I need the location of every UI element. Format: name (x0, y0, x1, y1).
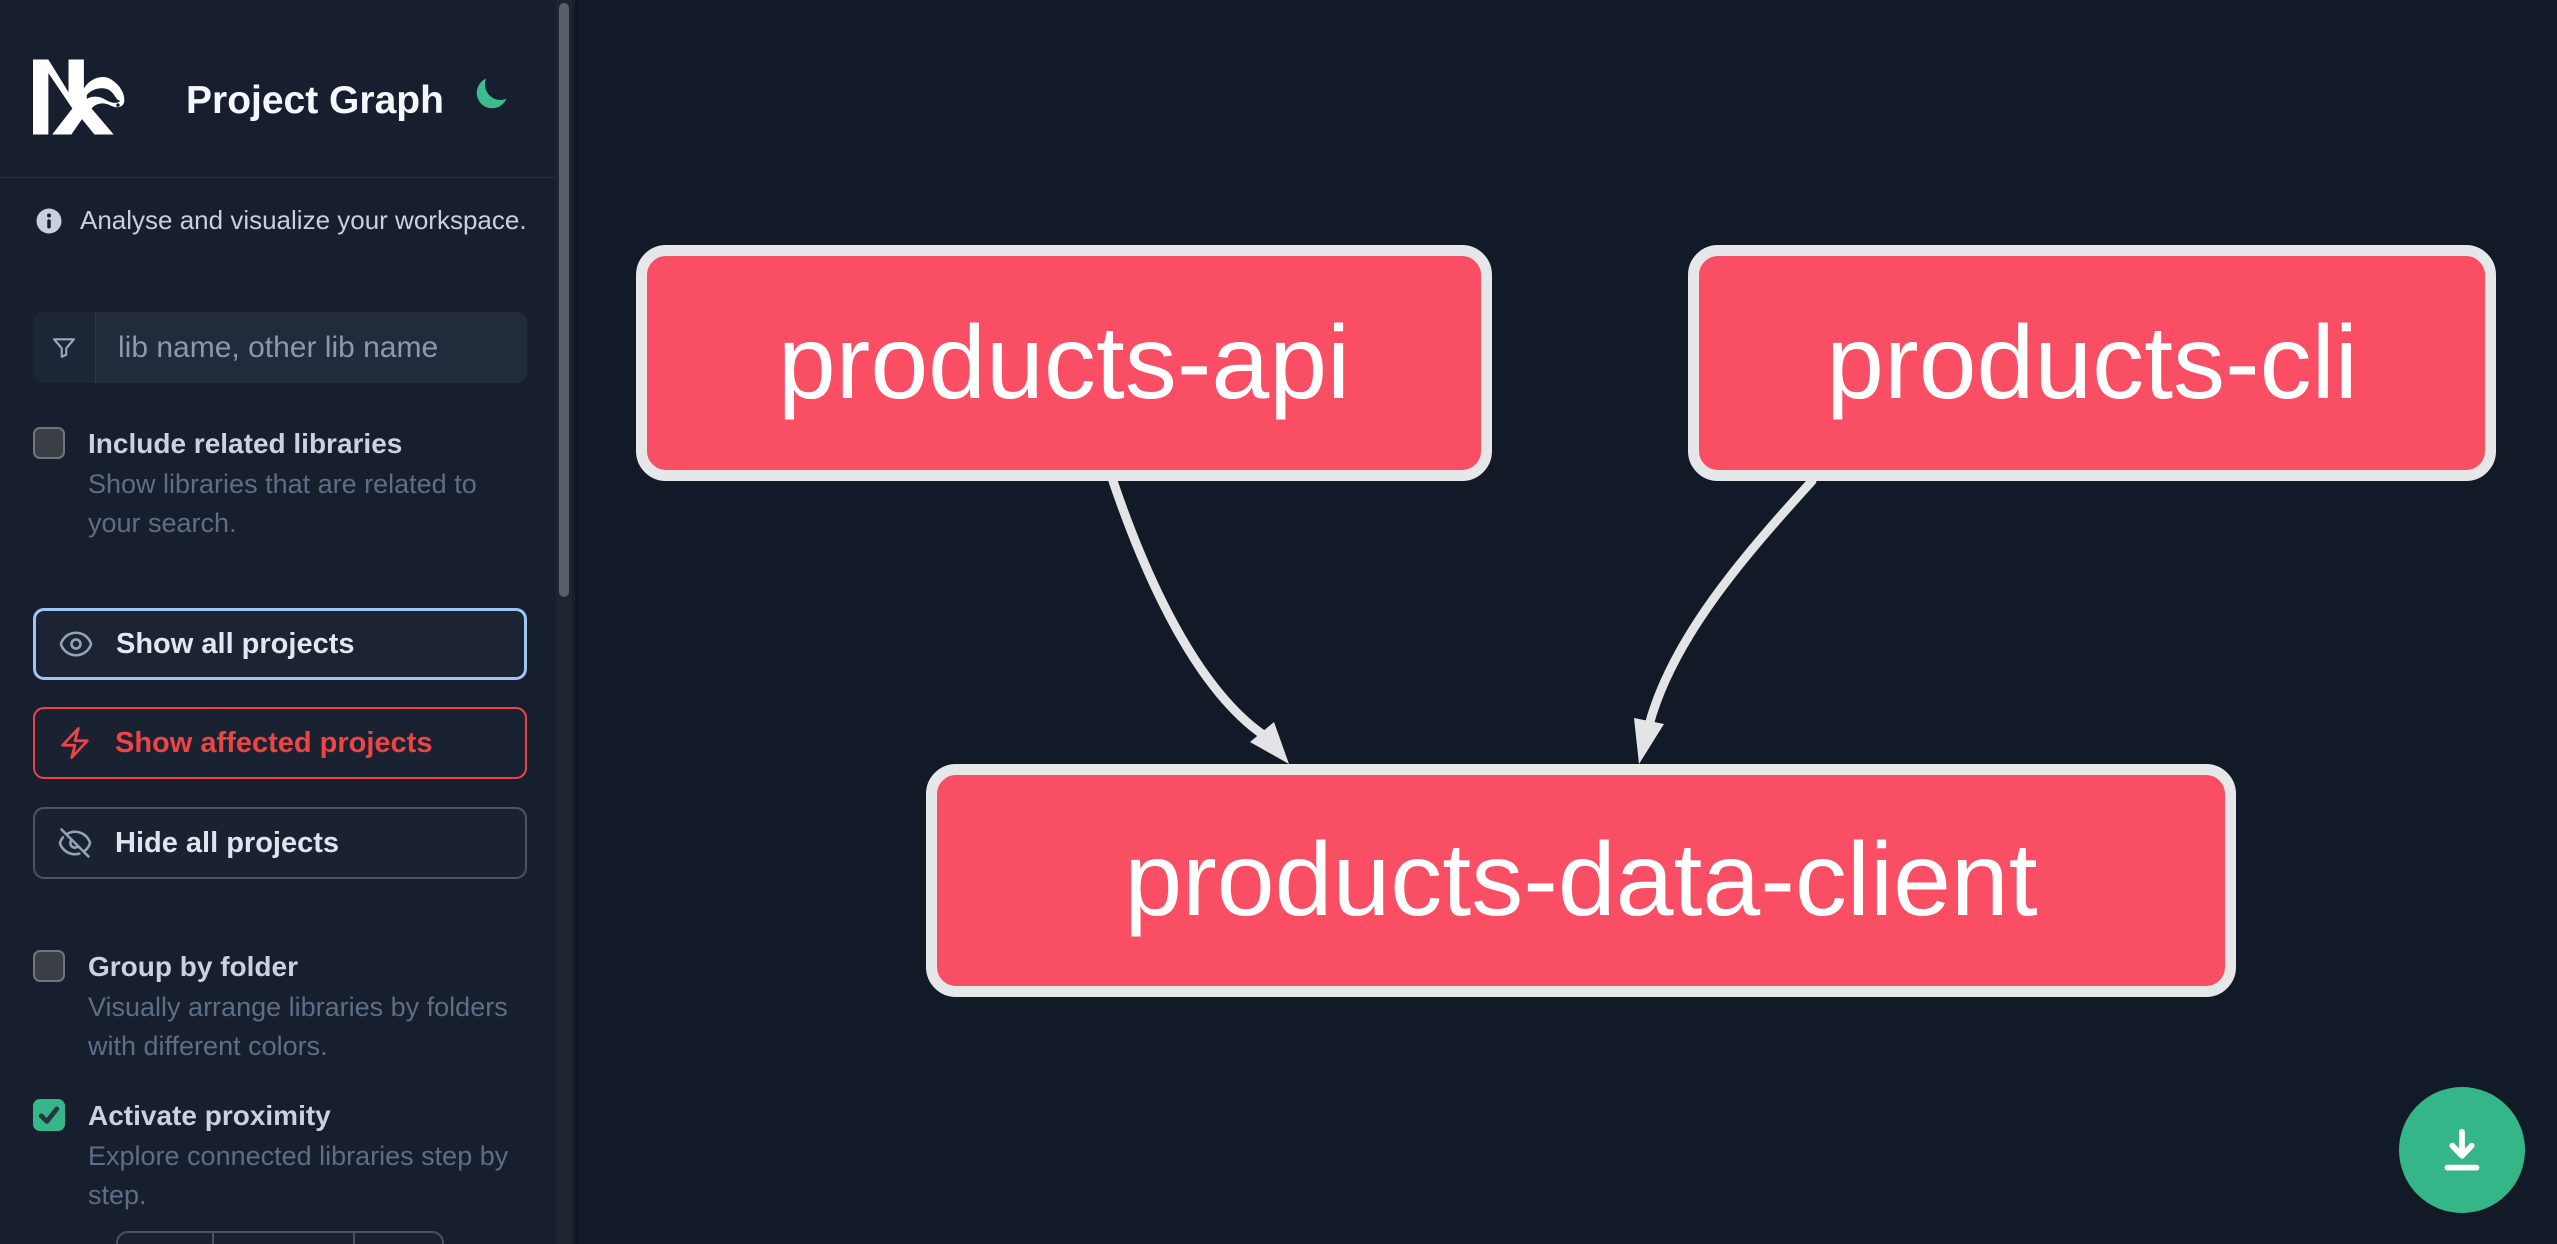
sidebar-header: Project Graph (0, 0, 562, 178)
activate-proximity-checkbox[interactable] (33, 1099, 65, 1131)
eye-slash-icon (58, 828, 92, 858)
edge-cli-to-data (1644, 476, 1817, 730)
node-label: products-api (777, 304, 1351, 421)
funnel-icon (52, 337, 76, 358)
search-input[interactable] (96, 312, 527, 383)
group-by-folder-checkbox[interactable] (33, 950, 65, 982)
toggle-label: Group by folder (88, 951, 298, 982)
stepper-decrement[interactable] (118, 1233, 214, 1244)
toggle-description: Show libraries that are related to your … (88, 469, 477, 538)
node-label: products-cli (1826, 304, 2358, 421)
toggle-description: Explore connected libraries step by step… (88, 1141, 509, 1210)
toggle-include-related-libraries: Include related libraries Show libraries… (33, 427, 533, 547)
button-label: Show affected projects (115, 726, 433, 759)
nx-logo (33, 59, 125, 135)
graph-node-products-data-client[interactable]: products-data-client (926, 764, 2236, 997)
download-image-button[interactable] (2399, 1087, 2525, 1213)
button-label: Show all projects (116, 627, 355, 660)
workspace-info: Analyse and visualize your workspace. (34, 205, 527, 236)
toggle-label: Include related libraries (88, 428, 403, 459)
eye-icon (59, 631, 93, 657)
hide-all-projects-button[interactable]: Hide all projects (33, 807, 527, 879)
stepper-increment[interactable] (355, 1233, 442, 1244)
download-icon (2444, 1128, 2480, 1171)
check-icon (38, 1106, 60, 1124)
proximity-stepper[interactable] (116, 1231, 444, 1244)
arrowhead-cli-to-data (1634, 718, 1664, 764)
stepper-value (214, 1233, 355, 1244)
button-label: Hide all projects (115, 826, 340, 859)
search-box (33, 312, 527, 383)
bolt-icon (61, 727, 89, 759)
info-text: Analyse and visualize your workspace. (80, 205, 527, 235)
graph-node-products-cli[interactable]: products-cli (1688, 245, 2496, 481)
graph-canvas[interactable] (578, 0, 2557, 1244)
include-related-libraries-checkbox[interactable] (33, 427, 65, 459)
show-all-projects-button[interactable]: Show all projects (33, 608, 527, 680)
show-affected-projects-button[interactable]: Show affected projects (33, 707, 527, 779)
info-icon (36, 208, 62, 233)
arrowhead-api-to-data (1250, 722, 1289, 764)
funnel-icon-cell (33, 312, 96, 383)
edge-api-to-data (1108, 476, 1267, 739)
graph-node-products-api[interactable]: products-api (636, 245, 1492, 481)
sidebar: Project Graph Analyse and visualize your… (0, 0, 578, 1244)
sidebar-scrollbar[interactable] (556, 0, 572, 1244)
toggle-label: Activate proximity (88, 1100, 331, 1131)
sidebar-scrollbar-thumb[interactable] (559, 3, 569, 597)
page-title: Project Graph (186, 79, 444, 122)
toggle-description: Visually arrange libraries by folders wi… (88, 992, 508, 1061)
dark-mode-toggle-moon-icon[interactable] (472, 75, 510, 113)
node-label: products-data-client (1124, 822, 2038, 938)
toggle-activate-proximity: Activate proximity Explore connected lib… (33, 1099, 533, 1224)
toggle-group-by-folder: Group by folder Visually arrange librari… (33, 950, 533, 1075)
